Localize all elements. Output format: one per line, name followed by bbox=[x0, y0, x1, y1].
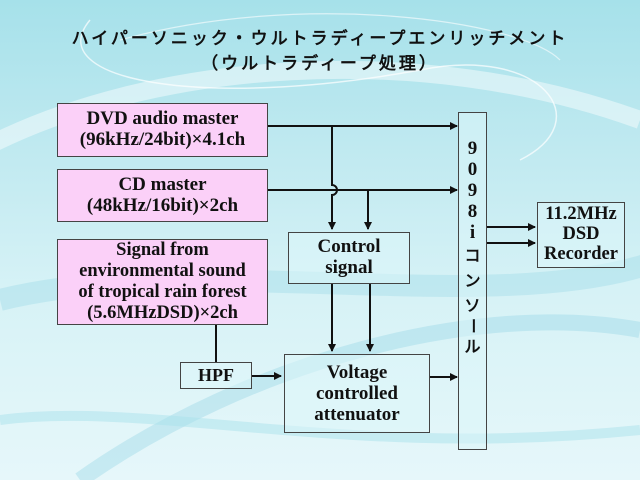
dvd-spec: (96kHz/24bit)×4.1ch bbox=[79, 129, 246, 150]
console-char: 9 bbox=[467, 179, 478, 201]
vca-line-1: Voltage bbox=[326, 361, 388, 383]
recorder-line-3: Recorder bbox=[544, 243, 618, 264]
vca-line-2: controlled bbox=[316, 382, 398, 404]
title-line-2: （ウルトラディープ処理） bbox=[201, 54, 439, 74]
control-line-1: Control bbox=[317, 236, 381, 258]
cd-spec: (48kHz/16bit)×2ch bbox=[86, 194, 239, 216]
signal-line-3: of tropical rain forest bbox=[78, 282, 247, 302]
hpf-box: HPF bbox=[180, 362, 252, 389]
console-char: ー bbox=[463, 318, 482, 335]
cd-master-box: CD master (48kHz/16bit)×2ch bbox=[57, 169, 268, 222]
hpf-label: HPF bbox=[198, 364, 234, 385]
recorder-line-2: DSD bbox=[562, 224, 600, 245]
signal-line-1: Signal from bbox=[116, 240, 209, 261]
title-line-1: ハイパーソニック・ウルトラディープエンリッチメント bbox=[71, 29, 569, 49]
vca-line-3: attenuator bbox=[314, 404, 400, 426]
console-char: ン bbox=[464, 271, 481, 291]
wire-dvd-to-control bbox=[328, 126, 338, 230]
control-signal-box: Control signal bbox=[288, 232, 410, 284]
recorder-line-1: 11.2MHz bbox=[545, 204, 617, 225]
console-char: ル bbox=[464, 337, 481, 357]
console-char: 0 bbox=[467, 158, 478, 180]
control-line-2: signal bbox=[325, 257, 373, 278]
dvd-audio-master-box: DVD audio master (96kHz/24bit)×4.1ch bbox=[57, 103, 268, 157]
signal-line-4: (5.6MHzDSD)×2ch bbox=[87, 302, 238, 323]
dsd-recorder-box: 11.2MHz DSD Recorder bbox=[537, 202, 625, 268]
cd-label: CD master bbox=[118, 173, 207, 195]
9098i-console-box: 9 0 9 8 i コ ン ソ ー ル bbox=[458, 112, 487, 450]
console-char: ソ bbox=[464, 296, 481, 316]
console-char: コ bbox=[464, 246, 481, 266]
console-char: 8 bbox=[467, 200, 478, 222]
dvd-label: DVD audio master bbox=[86, 108, 239, 130]
console-char: i bbox=[469, 221, 476, 243]
rainforest-signal-box: Signal from environmental sound of tropi… bbox=[57, 239, 268, 325]
signal-line-2: environmental sound bbox=[79, 261, 246, 282]
console-char: 9 bbox=[467, 138, 478, 159]
voltage-controlled-attenuator-box: Voltage controlled attenuator bbox=[284, 354, 430, 433]
